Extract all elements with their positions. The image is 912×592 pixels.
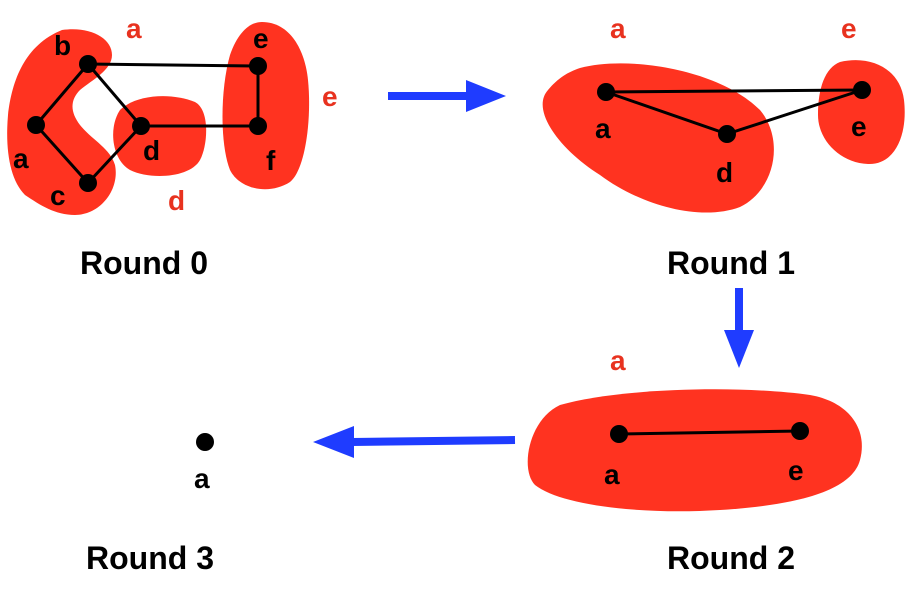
round-0-group-label-e: e <box>322 81 338 112</box>
round-0-node-label-f: f <box>266 145 276 176</box>
round-0-node-label-b: b <box>54 30 71 61</box>
round-0-group-label-d: d <box>168 185 185 216</box>
round-1-edge-a-e <box>605 88 863 94</box>
round-2-node-label-e: e <box>788 455 804 486</box>
round-0-edge-b-e <box>87 62 259 68</box>
round-0-node-f <box>249 117 267 135</box>
round-3-panel: a Round 3 <box>86 433 214 576</box>
round-0-panel: b a c d e f a d e Round 0 <box>7 13 338 281</box>
round-3-node-a <box>196 433 214 451</box>
round-1-group-label-e: e <box>841 13 857 44</box>
round-2-cluster-a <box>527 389 862 512</box>
round-2-node-label-a: a <box>604 459 620 490</box>
round-1-cluster-a <box>542 63 774 213</box>
round-0-node-label-d: d <box>143 135 160 166</box>
round-0-node-a <box>27 116 45 134</box>
round-1-node-e <box>853 81 871 99</box>
round-0-node-label-e: e <box>253 23 269 54</box>
round-0-cluster-d <box>113 96 207 176</box>
round-1-panel: a d e a e Round 1 <box>542 13 905 281</box>
round-1-node-d <box>718 125 736 143</box>
round-1-node-label-e: e <box>851 111 867 142</box>
round-0-node-label-c: c <box>50 180 66 211</box>
round-0-edge-b-a <box>34 63 90 126</box>
round-2-node-e <box>791 422 809 440</box>
round-0-node-d <box>132 117 150 135</box>
arrow-round-1-to-2 <box>724 288 754 368</box>
round-1-edge-d-e <box>726 88 863 136</box>
round-0-node-c <box>79 174 97 192</box>
round-1-title: Round 1 <box>667 245 795 281</box>
round-0-edge-b-d <box>86 63 143 127</box>
round-1-cluster-e <box>818 60 905 165</box>
arrow-round-2-to-3 <box>313 426 516 458</box>
round-1-edge-a-d <box>605 90 728 136</box>
round-2-panel: a e a Round 2 <box>527 345 862 576</box>
round-0-group-label-a: a <box>126 13 142 44</box>
round-0-node-e <box>249 57 267 75</box>
round-2-title: Round 2 <box>667 540 795 576</box>
round-3-title: Round 3 <box>86 540 214 576</box>
round-3-node-label-a: a <box>194 463 210 494</box>
round-1-node-a <box>597 83 615 101</box>
round-2-group-label-a: a <box>610 345 626 376</box>
round-2-edge-a-e <box>618 429 801 436</box>
round-1-node-label-d: d <box>716 157 733 188</box>
round-0-title: Round 0 <box>80 245 208 281</box>
round-0-edge-c-d <box>86 124 143 185</box>
round-0-node-label-a: a <box>13 143 29 174</box>
round-0-cluster-e <box>222 22 310 190</box>
round-1-node-label-a: a <box>595 113 611 144</box>
round-1-group-label-a: a <box>610 13 626 44</box>
round-0-node-b <box>79 55 97 73</box>
round-0-edge-a-c <box>34 123 90 185</box>
round-0-cluster-a <box>7 29 116 215</box>
round-2-node-a <box>610 425 628 443</box>
arrow-round-0-to-1 <box>388 80 506 112</box>
